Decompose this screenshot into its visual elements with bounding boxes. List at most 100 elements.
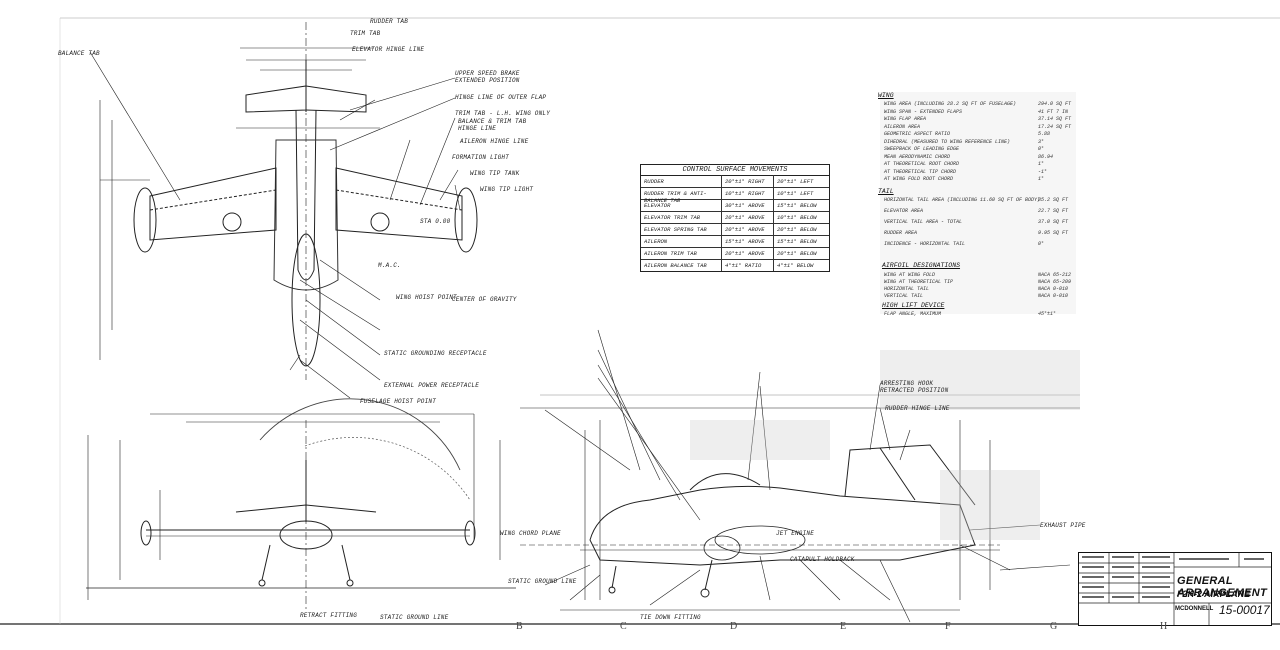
label-arresting-hook: ARRESTING HOOK RETRACTED POSITION xyxy=(880,380,949,394)
zone-letter: C xyxy=(620,621,627,632)
data-value: 17.24 SQ FT xyxy=(1038,123,1072,130)
data-line: DIHEDRAL (MEASURED TO WING REFERENCE LIN… xyxy=(884,138,1011,145)
data-line: WING FLAP AREA xyxy=(884,116,927,122)
zone-letter: B xyxy=(516,621,523,632)
data-line: MEAN AERODYNAMIC CHORD xyxy=(884,153,951,160)
label-speed-brake: UPPER SPEED BRAKE EXTENDED POSITION xyxy=(455,70,520,84)
label-catapult: CATAPULT HOLDBACK xyxy=(790,556,855,563)
label-trim-tab: TRIM TAB xyxy=(350,30,381,37)
data-value: 0° xyxy=(1038,146,1045,152)
data-value: NACA 65-209 xyxy=(1038,279,1072,285)
data-line: AILERON AREA xyxy=(884,123,921,130)
data-line: FLAP ANGLE, MAXIMUM xyxy=(884,311,942,317)
label-elevator-hinge: ELEVATOR HINGE LINE xyxy=(352,46,425,53)
data-value: -1° xyxy=(1038,168,1048,175)
data-line: HORIZONTAL TAIL AREA (INCLUDING 11.60 SQ… xyxy=(884,197,1041,203)
label-jet-engine: JET ENGINE xyxy=(776,530,815,537)
data-value: 5.88 xyxy=(1038,131,1051,137)
data-value: 294.0 SQ FT xyxy=(1038,101,1072,107)
label-mac: M.A.C. xyxy=(378,262,401,269)
label-ground-line: STATIC GROUND LINE xyxy=(380,614,449,621)
data-value: 9.95 SQ FT xyxy=(1038,230,1069,236)
data-value: 45°±1° xyxy=(1038,311,1057,317)
table-row: AILERON 15°±1° ABOVE 15°±1° BELOW xyxy=(641,235,829,248)
control-surface-table: CONTROL SURFACE MOVEMENTS RUDDER 20°±1° … xyxy=(640,164,830,272)
label-sta-zero: STA 0.00 xyxy=(420,218,451,225)
tail-heading: TAIL xyxy=(878,188,894,195)
table-row: RUDDER TRIM & ANTI-BALANCE TAB 10°±1° RI… xyxy=(641,187,829,204)
label-hinge-outer-flap: HINGE LINE OF OUTER FLAP xyxy=(455,94,547,101)
label-wing-tip-light: WING TIP LIGHT xyxy=(480,186,534,193)
label-rudder-hinge: RUDDER HINGE LINE xyxy=(885,405,950,412)
label-wing-chord: WING CHORD PLANE xyxy=(500,530,561,537)
company-name: MCDONNELL xyxy=(1175,606,1214,612)
zone-letter: G xyxy=(1050,621,1058,632)
label-balance-tab: BALANCE TAB xyxy=(58,50,100,57)
label-fuselage-hoist: FUSELAGE HOIST POINT xyxy=(360,398,437,405)
front-view xyxy=(86,398,516,610)
data-value: 22.7 SQ FT xyxy=(1038,208,1069,214)
data-value: 1° xyxy=(1038,161,1045,167)
data-line: GEOMETRIC ASPECT RATIO xyxy=(884,131,951,137)
data-line: AT WING FOLD ROOT CHORD xyxy=(884,176,954,182)
side-view xyxy=(520,329,1080,623)
data-value: 37.0 SQ FT xyxy=(1038,219,1069,225)
label-wing-tip-tank: WING TIP TANK xyxy=(470,170,520,177)
data-value: NACA 65-212 xyxy=(1038,272,1072,278)
data-value: NACA 0-010 xyxy=(1038,293,1069,299)
label-rudder-tab: RUDDER TAB xyxy=(370,18,409,25)
data-line: VERTICAL TAIL AREA - TOTAL xyxy=(884,219,963,225)
data-line: AT THEORETICAL TIP CHORD xyxy=(884,168,957,175)
data-line: WING AT WING FOLD xyxy=(884,272,936,278)
title-block-grid xyxy=(1079,553,1271,625)
data-value: 37.14 SQ FT xyxy=(1038,116,1072,122)
data-line: HORIZONTAL TAIL xyxy=(884,286,930,292)
label-tie-down: TIE DOWN FITTING xyxy=(640,614,701,621)
label-exhaust: EXHAUST PIPE xyxy=(1040,522,1086,529)
zone-letter: D xyxy=(730,621,738,632)
table-row: RUDDER 20°±1° RIGHT 20°±1° LEFT xyxy=(641,175,829,188)
plan-view xyxy=(89,22,478,399)
label-formation-light: FORMATION LIGHT xyxy=(452,154,510,161)
title-block: GENERAL ARRANGEMENT F2H-2 AIRPLANE MCDON… xyxy=(1078,552,1272,626)
data-value: 1° xyxy=(1038,176,1045,182)
label-trim-tab-lh: TRIM TAB - L.H. WING ONLY xyxy=(455,110,551,117)
drawing-number: 15-00017 xyxy=(1219,603,1270,617)
data-value: 86.94 xyxy=(1038,153,1054,160)
aircraft-data-notes: WING WING AREA (INCLUDING 28.2 SQ FT OF … xyxy=(878,92,1074,317)
label-balance-trim: BALANCE & TRIM TAB HINGE LINE xyxy=(458,118,527,132)
data-line: SWEEPBACK OF LEADING EDGE xyxy=(884,146,960,152)
high-lift-heading: HIGH LIFT DEVICE xyxy=(882,302,945,309)
data-line: ELEVATOR AREA xyxy=(884,208,924,214)
data-line: WING SPAN - EXTENDED FLAPS xyxy=(884,108,963,115)
data-value: NACA 0-010 xyxy=(1038,286,1069,292)
airfoil-heading: AIRFOIL DESIGNATIONS xyxy=(882,262,961,269)
data-value: 41 FT 7 IN xyxy=(1038,108,1069,115)
data-value: 3° xyxy=(1038,138,1045,145)
label-cg: CENTER OF GRAVITY xyxy=(452,296,517,303)
label-retract-fitting: RETRACT FITTING xyxy=(300,612,358,619)
data-value: 85.2 SQ FT xyxy=(1038,197,1069,203)
label-static-ground: STATIC GROUNDING RECEPTACLE xyxy=(384,350,487,357)
control-table-title: CONTROL SURFACE MOVEMENTS xyxy=(641,165,829,176)
table-row: ELEVATOR 30°±1° ABOVE 15°±1° BELOW xyxy=(641,199,829,212)
data-value: 0° xyxy=(1038,241,1045,247)
print-noise xyxy=(690,92,1080,540)
table-row: AILERON BALANCE TAB 4°±1° RATIO 4°±1° BE… xyxy=(644,262,814,269)
label-wing-hoist: WING HOIST POINT xyxy=(396,294,457,301)
data-line: WING AREA (INCLUDING 28.2 SQ FT OF FUSEL… xyxy=(884,101,1017,107)
table-row: ELEVATOR TRIM TAB 20°±1° ABOVE 10°±1° BE… xyxy=(641,211,829,224)
data-line: AT THEORETICAL ROOT CHORD xyxy=(884,161,960,167)
label-ext-power: EXTERNAL POWER RECEPTACLE xyxy=(384,382,480,389)
data-line: INCIDENCE - HORIZONTAL TAIL xyxy=(884,241,966,247)
zone-letter: F xyxy=(945,621,951,632)
data-line: WING AT THEORETICAL TIP xyxy=(884,279,954,285)
table-row: AILERON TRIM TAB 20°±1° ABOVE 20°±1° BEL… xyxy=(641,247,829,260)
table-row: ELEVATOR SPRING TAB 20°±1° ABOVE 20°±1° … xyxy=(641,223,829,236)
data-line: VERTICAL TAIL xyxy=(884,293,924,299)
drawing-subtitle: F2H-2 AIRPLANE xyxy=(1177,589,1251,599)
label-aileron-hinge: AILERON HINGE LINE xyxy=(460,138,529,145)
drawing-title: GENERAL ARRANGEMENT xyxy=(1177,575,1268,599)
zone-letter: H xyxy=(1160,621,1168,632)
